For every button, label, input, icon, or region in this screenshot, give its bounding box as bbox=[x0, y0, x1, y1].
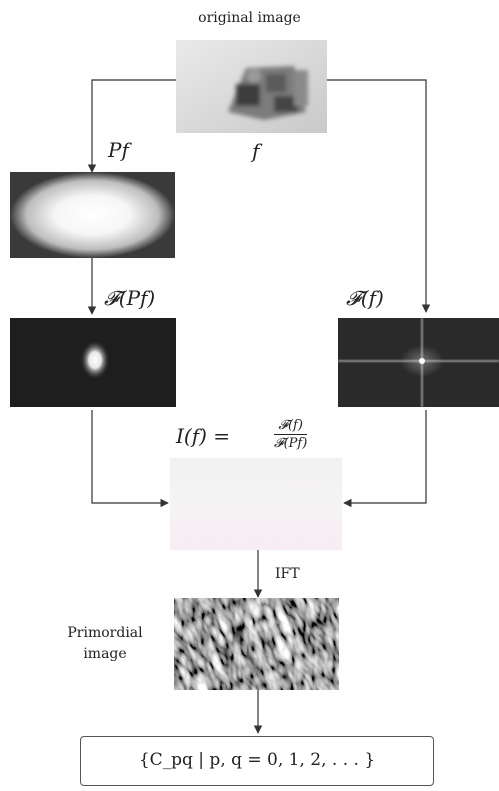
coefficients-set: {C_pq | p, q = 0, 1, 2, . . . } bbox=[138, 750, 376, 770]
invariant-image bbox=[170, 458, 342, 550]
label-pf: Pf bbox=[108, 138, 129, 162]
primordial-label-line2: image bbox=[83, 646, 127, 662]
primordial-label-line1: Primordial bbox=[67, 625, 143, 641]
invariant-numerator: 𝓕(f) bbox=[278, 418, 303, 433]
original-image bbox=[176, 40, 327, 133]
arrow-original-to-ff bbox=[327, 79, 431, 313]
fourier-pf-image bbox=[10, 318, 176, 407]
primordial-image bbox=[174, 598, 339, 690]
pf-image bbox=[10, 172, 175, 258]
label-ift: IFT bbox=[275, 566, 300, 582]
coefficients-box: {C_pq | p, q = 0, 1, 2, . . . } bbox=[80, 736, 434, 786]
label-fourier-f: 𝓕(f) bbox=[346, 286, 384, 310]
arrow-fpf-to-invariant bbox=[91, 410, 169, 508]
original-image-caption: original image bbox=[198, 10, 301, 26]
arrow-original-to-pf bbox=[87, 79, 176, 173]
fourier-f-image bbox=[338, 318, 499, 407]
label-f: f bbox=[252, 139, 260, 163]
invariant-fraction: 𝓕(f) 𝓕(Pf) bbox=[274, 418, 308, 451]
label-invariant-lhs: I(f) = bbox=[176, 424, 231, 448]
label-fourier-pf: 𝓕(Pf) bbox=[104, 286, 156, 310]
invariant-denominator: 𝓕(Pf) bbox=[274, 436, 308, 451]
arrow-ff-to-invariant bbox=[343, 410, 427, 508]
fraction-bar bbox=[274, 434, 308, 435]
